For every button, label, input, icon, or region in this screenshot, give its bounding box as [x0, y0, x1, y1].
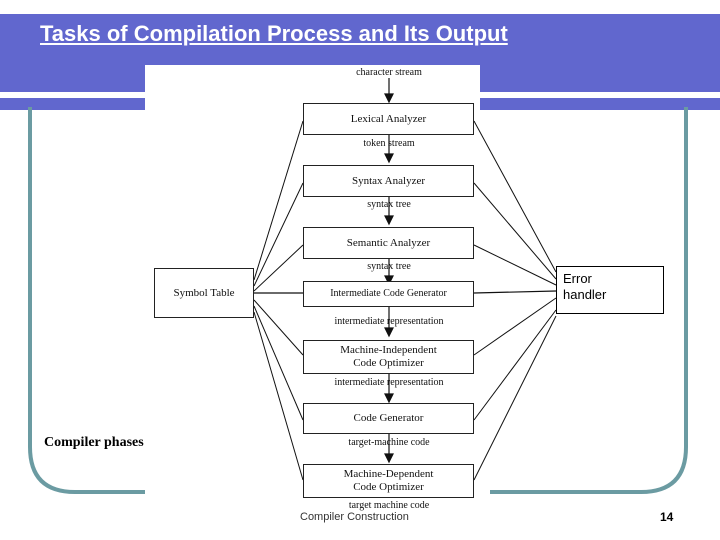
stream-label-target-machine-code-1: target-machine code	[348, 437, 430, 448]
phase-box-intermediate-code-generator[interactable]: Intermediate Code Generator	[303, 281, 474, 307]
error-handler-box[interactable]: Error handler	[556, 266, 664, 314]
phase-box-miopt-line2: Code Optimizer	[353, 357, 424, 369]
phase-box-miopt-line1: Machine-Independent	[340, 344, 437, 357]
stream-label-target-machine-code-2: target machine code	[348, 500, 430, 511]
stream-label-token-stream: token stream	[363, 138, 415, 149]
phase-box-mdopt-line1: Machine-Dependent	[343, 468, 434, 481]
phase-box-syntax-analyzer[interactable]: Syntax Analyzer	[303, 165, 474, 197]
symbol-table-box[interactable]: Symbol Table	[154, 268, 254, 318]
phase-box-machine-independent-code-optimizer[interactable]: Machine-Independent Code Optimizer	[303, 340, 474, 374]
compiler-phases-caption: Compiler phases	[44, 435, 144, 450]
stream-label-intermediate-representation-1: intermediate representation	[334, 316, 444, 327]
phase-box-lexical-analyzer[interactable]: Lexical Analyzer	[303, 103, 474, 135]
phase-box-semantic-analyzer[interactable]: Semantic Analyzer	[303, 227, 474, 259]
stream-label-intermediate-representation-2: intermediate representation	[334, 377, 444, 388]
phase-box-machine-dependent-code-optimizer[interactable]: Machine-Dependent Code Optimizer	[303, 464, 474, 498]
frame-line-right	[684, 107, 688, 447]
phase-box-mdopt-line2: Code Optimizer	[353, 481, 424, 493]
stream-label-character-stream: character stream	[356, 67, 422, 78]
footer-title: Compiler Construction	[300, 511, 409, 523]
footer-page-number: 14	[660, 510, 674, 524]
phase-box-code-generator[interactable]: Code Generator	[303, 403, 474, 434]
frame-line-left	[28, 107, 32, 447]
stream-label-syntax-tree-2: syntax tree	[367, 261, 411, 272]
stream-label-syntax-tree-1: syntax tree	[367, 199, 411, 210]
error-handler-line1: Error	[563, 271, 592, 286]
page-title: Tasks of Compilation Process and Its Out…	[40, 21, 508, 46]
error-handler-line2: handler	[563, 287, 607, 303]
